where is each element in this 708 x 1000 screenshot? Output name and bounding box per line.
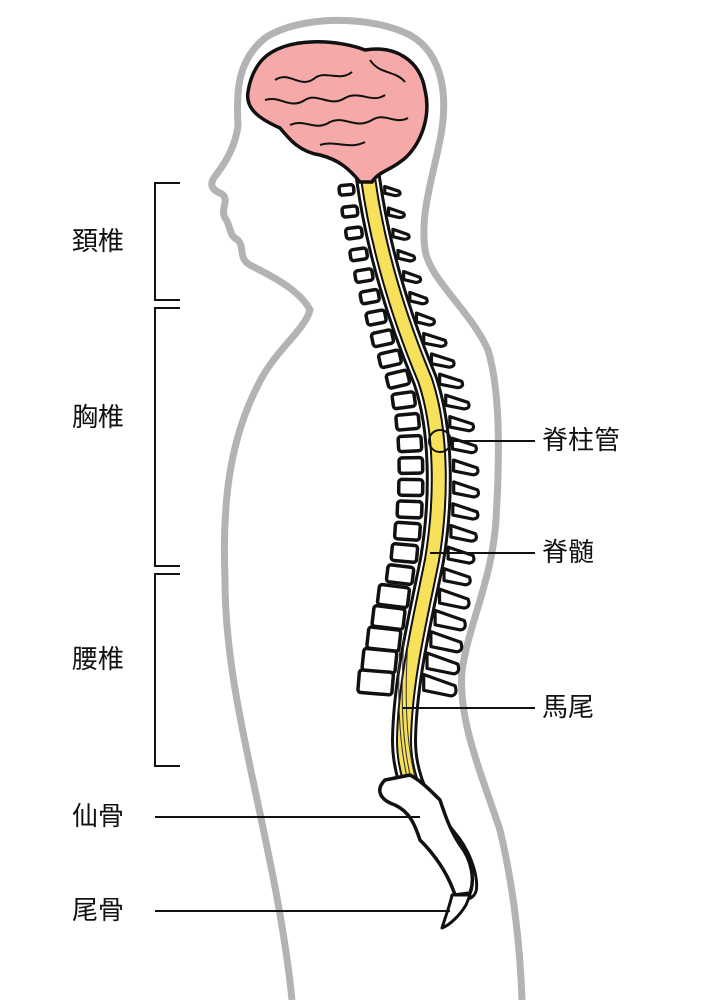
label-spinal-cord: 脊髄 xyxy=(542,538,595,568)
vertebral-body xyxy=(390,390,417,411)
spinous-process xyxy=(414,311,436,327)
vertebral-body xyxy=(394,411,421,432)
spinous-process xyxy=(386,206,406,220)
spinous-process xyxy=(422,331,448,349)
spinous-process xyxy=(451,502,480,521)
vertebral-body xyxy=(396,477,425,498)
vertebral-body xyxy=(376,348,403,370)
body-outline xyxy=(208,16,526,1000)
spinous-process xyxy=(452,458,480,477)
label-cauda-equina: 馬尾 xyxy=(542,693,595,723)
spinous-process xyxy=(425,651,461,676)
cervical-bracket xyxy=(154,182,180,301)
vertebral-body xyxy=(384,563,416,587)
vertebral-body xyxy=(358,287,381,306)
vertebral-body xyxy=(343,225,364,241)
spinous-process xyxy=(391,227,411,241)
spinous-process xyxy=(429,630,464,654)
spinous-process xyxy=(437,587,471,610)
vertebral-body xyxy=(340,204,360,219)
vertebral-body xyxy=(369,328,396,349)
label-sacrum: 仙骨 xyxy=(72,802,125,832)
label-thoracic: 胸椎 xyxy=(72,403,125,433)
spinous-process xyxy=(408,290,429,306)
brain xyxy=(246,40,429,184)
label-coccyx: 尾骨 xyxy=(72,896,125,926)
spinous-process xyxy=(438,372,465,390)
label-cervical: 頚椎 xyxy=(72,227,125,257)
spinous-process xyxy=(422,672,458,698)
vertebral-body xyxy=(396,433,424,454)
spinous-process xyxy=(402,269,423,285)
brain-folds xyxy=(264,59,409,147)
vertebral-body xyxy=(392,520,422,542)
region-brackets xyxy=(154,182,180,767)
vertebral-body xyxy=(337,182,356,197)
spinous-process xyxy=(396,248,417,263)
spinous-process xyxy=(383,184,402,198)
vertebral-body xyxy=(356,668,396,697)
label-spinal-canal: 脊柱管 xyxy=(542,426,621,456)
vertebral-body xyxy=(375,582,412,610)
vertebrae xyxy=(337,182,481,698)
lumbar-bracket xyxy=(154,573,180,767)
leader-lines xyxy=(155,429,535,912)
vertebral-body xyxy=(384,368,412,390)
spinous-process xyxy=(449,523,478,543)
thoracic-bracket xyxy=(154,307,180,567)
spinous-process xyxy=(429,352,456,369)
coccyx xyxy=(440,893,472,930)
vertebral-body xyxy=(348,246,370,263)
spinous-process xyxy=(446,545,476,565)
vertebral-body xyxy=(353,267,375,284)
spinous-process xyxy=(452,480,481,499)
vertebral-body xyxy=(395,499,424,520)
spinous-process xyxy=(448,414,476,433)
vertebral-body xyxy=(397,455,425,476)
vertebral-body xyxy=(364,308,388,327)
spinous-process xyxy=(444,393,471,411)
label-lumbar: 腰椎 xyxy=(72,645,125,675)
vertebral-body xyxy=(389,542,420,565)
spinous-process xyxy=(433,608,467,632)
spinous-process xyxy=(442,566,472,587)
